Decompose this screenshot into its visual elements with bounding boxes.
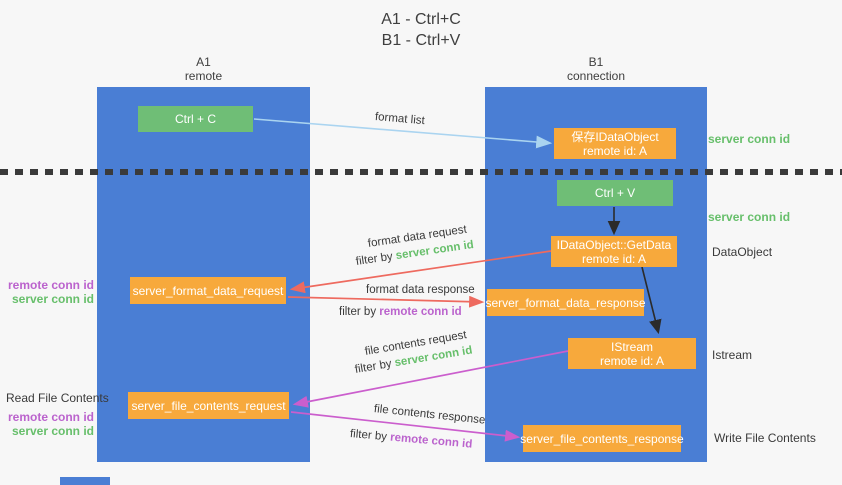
dataobject-side-label: DataObject: [712, 245, 773, 259]
column-b-header: B1 connection: [485, 55, 707, 83]
server-file-contents-response-box: server_file_contents_response: [520, 425, 684, 452]
server-conn-id-right-1: server conn id: [708, 132, 791, 146]
save-idataobject-line2: remote id: A: [582, 143, 648, 158]
remote-conn-id-left-2: remote conn id: [7, 410, 94, 424]
save-idataobject-box: 保存IDataObject remote id: A: [554, 128, 676, 159]
format-data-response-label: format data response: [366, 284, 475, 296]
filter-by-text: filter by: [339, 306, 377, 318]
conn-id-pair-2: remote conn id server conn id: [0, 410, 94, 438]
server-format-data-request-box: server_format_data_request: [130, 277, 286, 304]
column-a-name: remote: [184, 69, 223, 83]
server-format-data-response-box: server_format_data_response: [485, 289, 646, 316]
ctrl-v-button: Ctrl + V: [557, 180, 673, 206]
filter-by-remote-conn-id-1: filter by remote conn id: [339, 306, 462, 318]
column-a-id: A1: [196, 55, 211, 69]
save-idataobject-line1: 保存IDataObject: [571, 129, 659, 144]
file-contents-response-label: file contents response: [373, 403, 486, 427]
istream-line2: remote id: A: [599, 353, 665, 368]
remote-conn-id-text: remote conn id: [379, 306, 462, 318]
server-conn-id-right-2: server conn id: [708, 210, 791, 224]
server-conn-id-left-2: server conn id: [11, 424, 94, 438]
write-file-contents-label: Write File Contents: [714, 431, 816, 445]
remote-conn-id-text: remote conn id: [389, 431, 473, 451]
server-format-data-response-label: server_format_data_response: [485, 295, 646, 310]
getdata-line1: IDataObject::GetData: [556, 237, 672, 252]
server-file-contents-response-label: server_file_contents_response: [520, 431, 684, 446]
filter-by-text: filter by: [354, 357, 393, 376]
getdata-line2: remote id: A: [581, 251, 647, 266]
format-data-response-arrow: [287, 295, 485, 308]
server-file-contents-request-box: server_file_contents_request: [128, 392, 289, 419]
istream-side-label: Istream: [712, 348, 753, 362]
server-format-data-request-label: server_format_data_request: [132, 283, 284, 298]
server-file-contents-request-label: server_file_contents_request: [131, 398, 286, 413]
remote-conn-id-left-1: remote conn id: [7, 278, 94, 292]
ctrl-c-label: Ctrl + C: [174, 112, 216, 126]
filter-by-text: filter by: [349, 428, 388, 444]
filter-by-text: filter by: [355, 250, 394, 268]
istream-box: IStream remote id: A: [568, 338, 696, 369]
filter-by-remote-conn-id-2: filter by remote conn id: [349, 428, 472, 451]
column-b-name: connection: [566, 69, 626, 83]
server-conn-id-left-1: server conn id: [11, 292, 94, 306]
format-list-label: format list: [374, 111, 426, 128]
read-file-contents-label: Read File Contents: [6, 391, 109, 405]
ctrl-c-button: Ctrl + C: [138, 106, 253, 132]
bottom-left-blue-fragment: [60, 477, 110, 485]
istream-line1: IStream: [610, 339, 653, 354]
title-line-2: B1 - Ctrl+V: [381, 32, 461, 49]
column-a-header: A1 remote: [97, 55, 310, 83]
diagram-title: A1 - Ctrl+C B1 - Ctrl+V: [0, 9, 842, 51]
title-line-1: A1 - Ctrl+C: [381, 11, 461, 28]
ctrl-v-label: Ctrl + V: [594, 186, 636, 200]
conn-id-pair-1: remote conn id server conn id: [0, 278, 94, 306]
idataobject-getdata-box: IDataObject::GetData remote id: A: [551, 236, 677, 267]
column-b-id: B1: [588, 55, 604, 69]
